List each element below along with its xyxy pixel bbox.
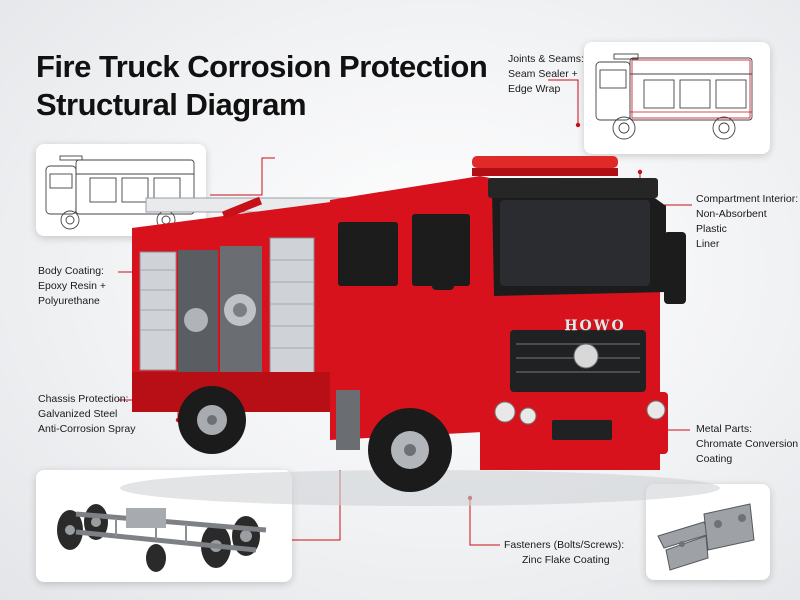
callout-chassis-protection: Chassis Protection: Galvanized Steel Ant… [38, 392, 135, 437]
title-line-1: Fire Truck Corrosion Protection [36, 49, 488, 84]
callout-chassis-line-3: Anti-Corrosion Spray [38, 423, 136, 435]
callout-chassis-title: Chassis Protection: [38, 393, 129, 405]
callout-fasteners: Fasteners (Bolts/Screws): Zinc Flake Coa… [504, 538, 624, 568]
callout-metal-line-2: Chromate Conversion [696, 438, 799, 450]
callout-fasteners-title: Fasteners (Bolts/Screws): [504, 539, 625, 551]
truck-sketch-panel-right [584, 42, 770, 154]
callout-compartment-line-2: Non-Absorbent Plastic [696, 208, 767, 235]
callout-joints-line-3: Edge Wrap [508, 83, 561, 95]
callout-metal-title: Metal Parts: [696, 423, 753, 435]
callout-body-line-3: Polyurethane [38, 295, 100, 307]
truck-sketch-panel-left [36, 144, 206, 236]
callout-metal-parts: Metal Parts: Chromate Conversion Coating [696, 422, 798, 467]
callout-body-title: Body Coating: [38, 265, 104, 277]
callout-compartment-title: Compartment Interior: [696, 193, 799, 205]
callout-joints-line-2: Seam Sealer + [508, 68, 578, 80]
callout-metal-line-3: Coating [696, 453, 733, 465]
callout-fasteners-line-2: Zinc Flake Coating [522, 554, 610, 566]
callout-joints-seams: Joints & Seams: Seam Sealer + Edge Wrap [508, 52, 584, 97]
callout-body-line-2: Epoxy Resin + [38, 280, 106, 292]
callout-compartment-line-3: Liner [696, 238, 720, 250]
truck-sketch-icon [595, 53, 753, 140]
chassis-frame-icon [57, 504, 267, 572]
bracket-part-icon [657, 503, 755, 571]
callout-body-coating: Body Coating: Epoxy Resin + Polyurethane [38, 264, 106, 309]
truck-brand-badge: HOWO [564, 318, 626, 334]
bracket-panel [646, 484, 770, 580]
diagram-title: Fire Truck Corrosion Protection Structur… [36, 48, 506, 124]
callout-compartment-interior: Compartment Interior: Non-Absorbent Plas… [696, 192, 800, 252]
title-line-2: Structural Diagram [36, 87, 307, 122]
callout-chassis-line-2: Galvanized Steel [38, 408, 118, 420]
callout-joints-title: Joints & Seams: [508, 53, 584, 65]
